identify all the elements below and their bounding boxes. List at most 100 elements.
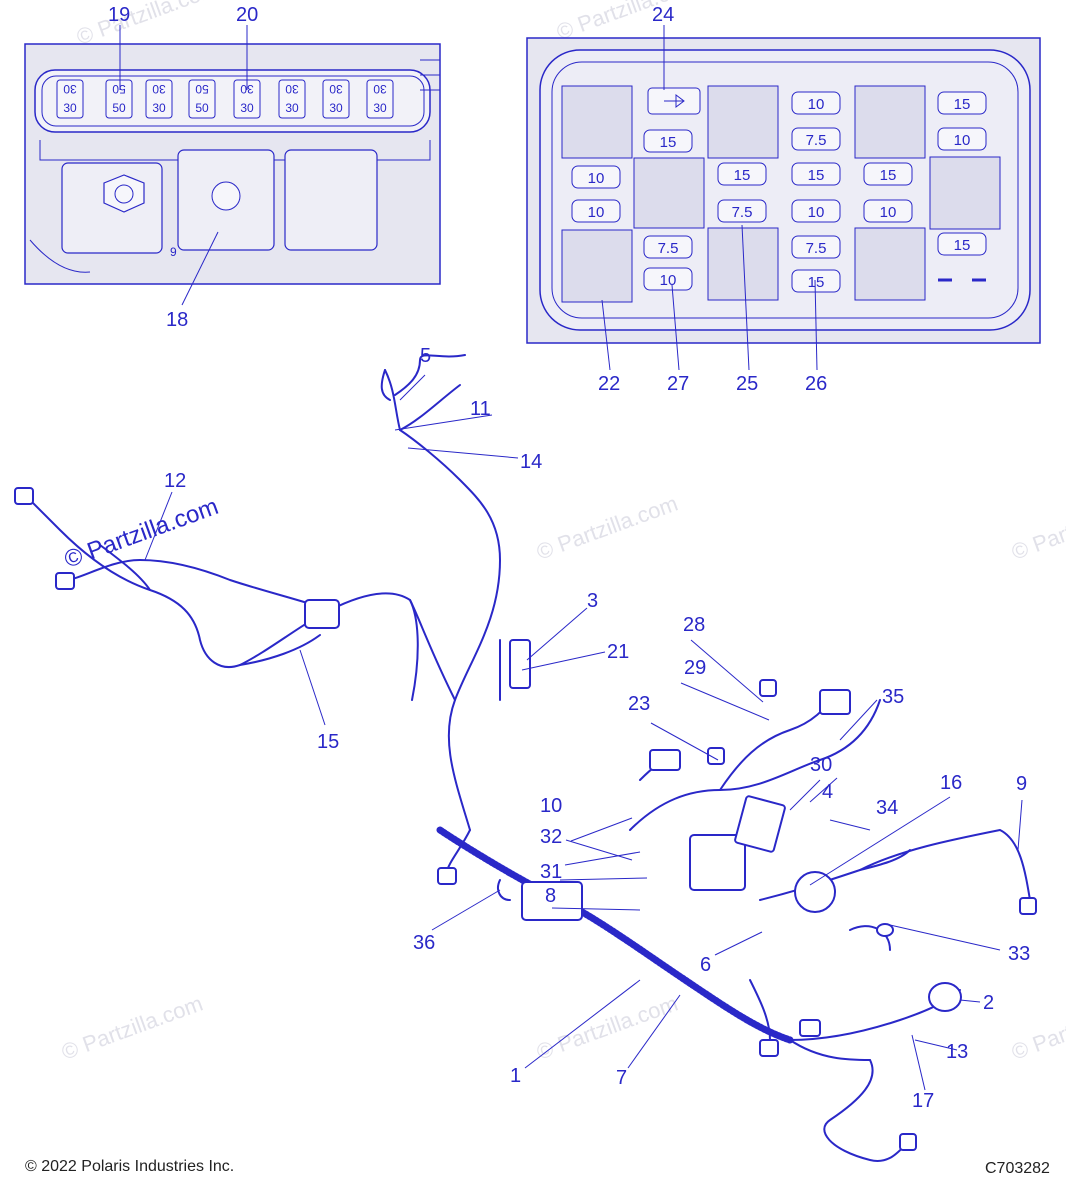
fuse-rating-top: 30 (152, 82, 166, 96)
callout-7: 7 (616, 1067, 627, 1089)
fuse: 30 30 (322, 79, 350, 119)
callout-29: 29 (684, 657, 706, 679)
panel-side-mark: 9 (170, 245, 177, 259)
grommet-2 (928, 982, 962, 1012)
fuse: 30 30 (145, 79, 173, 119)
fuse-rating: 10 (808, 96, 825, 113)
fuse-rating: 7.5 (732, 204, 753, 221)
leader-lines (119, 25, 1023, 1091)
fuse-rating-top: 30 (285, 82, 299, 96)
callout-19: 19 (108, 4, 130, 26)
fuse-rating: 15 (880, 167, 897, 184)
fuse: 50 50 (188, 79, 216, 119)
fuse-rating: 10 (660, 272, 677, 289)
fuse: 30 30 (278, 79, 306, 119)
relay (561, 85, 633, 159)
fuse: 15 (791, 269, 841, 293)
callout-11: 11 (470, 398, 491, 420)
callout-3: 3 (587, 590, 598, 612)
fuse-rating-top: 30 (63, 82, 77, 96)
fuse: 10 (791, 199, 841, 223)
callout-22: 22 (598, 373, 620, 395)
fuse-rating-bottom: 30 (285, 101, 299, 115)
fuse-rating: 7.5 (658, 240, 679, 257)
fuse: 10 (643, 267, 693, 291)
fuse-rating: 10 (954, 132, 971, 149)
callout-36: 36 (413, 932, 435, 954)
callout-23: 23 (628, 693, 650, 715)
fuse-rating-bottom: 30 (373, 101, 387, 115)
fuse: 30 30 (366, 79, 394, 119)
callout-33: 33 (1008, 943, 1030, 965)
callout-14: 14 (520, 451, 542, 473)
fuse: 15 (863, 162, 913, 186)
fuse-rating-bottom: 30 (329, 101, 343, 115)
fuse-rating-top: 30 (373, 82, 387, 96)
callout-34: 34 (876, 797, 898, 819)
callout-15: 15 (317, 731, 339, 753)
fuse-rating-top: 50 (195, 82, 209, 96)
watermark: © Partzilla.com (73, 0, 221, 50)
callout-27: 27 (667, 373, 689, 395)
callout-13: 13 (946, 1041, 968, 1063)
fuse-rating: 15 (660, 134, 677, 151)
watermark: © Partzilla.com (58, 991, 206, 1065)
callout-4: 4 (822, 781, 833, 803)
callout-1: 1 (510, 1065, 521, 1087)
fuse: 10 (571, 165, 621, 189)
callout-30: 30 (810, 754, 832, 776)
fuse: 10 (571, 199, 621, 223)
drawing-number: C703282 (985, 1160, 1050, 1177)
relay-slot (284, 149, 378, 251)
watermark: © Partzilla.com (1008, 491, 1066, 565)
callout-2: 2 (983, 992, 994, 1014)
fuse: 7.5 (643, 235, 693, 259)
fuse: 15 (937, 91, 987, 115)
terminal-nut (103, 174, 145, 213)
callouts: 19 20 18 24 22 27 25 26 5 11 14 12 3 21 … (108, 4, 1030, 1112)
callout-6: 6 (700, 954, 711, 976)
fuse: 15 (717, 162, 767, 186)
callout-16: 16 (940, 772, 962, 794)
top-right-fuse-box-panel: 10 7.5 15 15 15 10 10 10 7.5 7.5 10 7.5 … (526, 37, 1041, 344)
fuse: 7.5 (717, 199, 767, 223)
callout-31: 31 (540, 861, 562, 883)
fuse-rating-bottom: 30 (152, 101, 166, 115)
fuse-rating: 10 (588, 170, 605, 187)
top-left-fuse-row: 30 30 50 50 30 30 50 50 30 30 (56, 79, 394, 119)
callout-17: 17 (912, 1090, 934, 1112)
callout-9: 9 (1016, 773, 1027, 795)
copyright-text: © 2022 Polaris Industries Inc. (25, 1158, 235, 1175)
fuse-rating-bottom: 50 (195, 101, 209, 115)
connector-block-15 (304, 599, 340, 629)
fuse-rating: 15 (954, 96, 971, 113)
callout-8: 8 (545, 885, 556, 907)
fuse-rating: 15 (808, 167, 825, 184)
fuse: 30 30 (56, 79, 84, 119)
fuse-rating: 15 (734, 167, 751, 184)
relay (929, 156, 1001, 230)
callout-12: 12 (164, 470, 186, 492)
callout-28: 28 (683, 614, 705, 636)
watermark-main: © Partzilla.com (61, 493, 222, 574)
callout-24: 24 (652, 4, 674, 26)
fuse: 50 50 (105, 79, 133, 119)
fuse-rating-bottom: 30 (240, 101, 254, 115)
callout-5: 5 (420, 345, 431, 367)
callout-10: 10 (540, 795, 562, 817)
fuse: 15 (791, 162, 841, 186)
callout-26: 26 (805, 373, 827, 395)
fuse-rating: 10 (880, 204, 897, 221)
fuse: 7.5 (791, 235, 841, 259)
relay (854, 85, 926, 159)
wiring-harness (14, 354, 1037, 1162)
relay (854, 227, 926, 301)
fuse-box-connector (689, 834, 746, 891)
watermark: © Partzilla.com (533, 991, 681, 1065)
callout-20: 20 (236, 4, 258, 26)
fuse: 7.5 (791, 127, 841, 151)
fuse-rating-bottom: 30 (63, 101, 77, 115)
fuse: 10 (791, 91, 841, 115)
fuse-rating-top: 30 (329, 82, 343, 96)
